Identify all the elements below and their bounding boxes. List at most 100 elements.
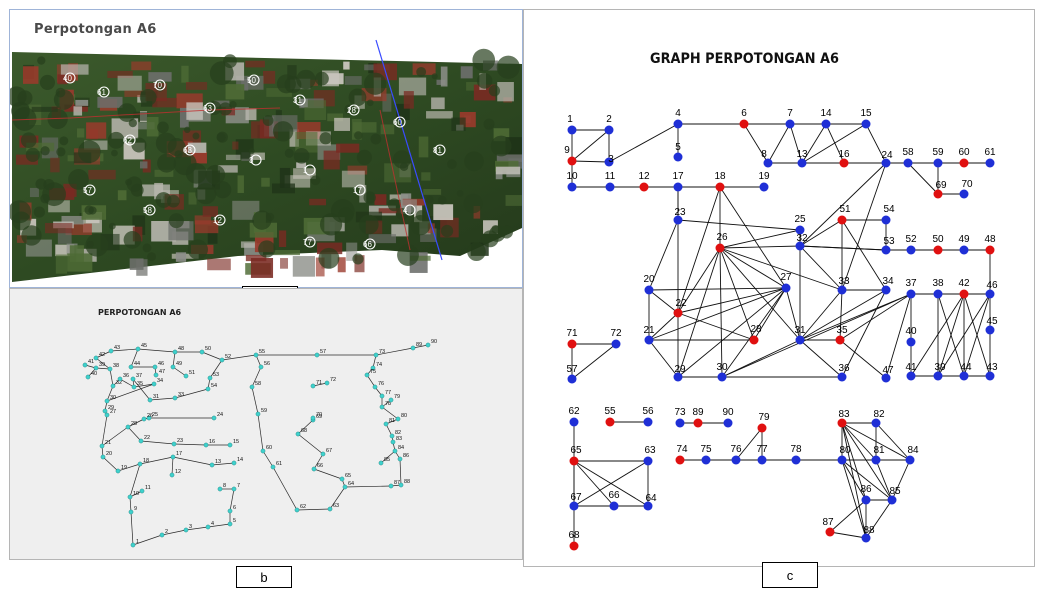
photo-rooftop [391, 224, 409, 237]
network-edge [185, 526, 209, 531]
network-node [231, 486, 237, 492]
network-node [310, 383, 316, 389]
network-node-label: 23 [177, 438, 183, 444]
graph-edge [910, 293, 965, 377]
graph-node-label: 38 [932, 278, 944, 289]
photo-rooftop [55, 244, 75, 257]
network-node [370, 365, 376, 371]
network-node [130, 542, 136, 548]
graph-node [675, 455, 685, 465]
network-edge [297, 419, 314, 435]
graph-node [795, 241, 805, 251]
graph-edge [841, 459, 893, 501]
photo-tree [463, 193, 483, 214]
graph-edge [735, 427, 763, 461]
network-node-label: 83 [396, 436, 402, 442]
graph-node [985, 158, 995, 168]
photo-marker [84, 184, 96, 196]
graph-node-label: 1 [567, 114, 573, 125]
network-edge [133, 383, 155, 388]
graph-node [715, 243, 725, 253]
photo-tree [157, 153, 177, 173]
network-edge [221, 354, 257, 361]
graph-node-label: 43 [986, 362, 998, 373]
network-node-label: 55 [259, 349, 265, 355]
graph-node-label: 76 [730, 444, 742, 455]
network-node-label: 87 [394, 480, 400, 486]
graph-edge [891, 459, 911, 501]
graph-node [985, 371, 995, 381]
graph-node [933, 289, 943, 299]
network-node [107, 366, 113, 372]
photo-rooftop [225, 154, 241, 161]
graph-node [881, 158, 891, 168]
graph-node-label: 59 [932, 147, 944, 158]
network-edge [174, 388, 209, 399]
graph-node [781, 283, 791, 293]
photo-tree [437, 195, 447, 205]
network-node [314, 352, 320, 358]
photo-tree [416, 66, 427, 77]
network-node-label: 26 [147, 413, 153, 419]
network-node [389, 433, 395, 439]
photo-tree [214, 181, 232, 199]
graph-edge [799, 162, 887, 247]
network-node [227, 508, 233, 514]
network-node [258, 364, 264, 370]
photo-tree [205, 164, 226, 185]
graph-node [643, 456, 653, 466]
network-node-label: 35 [137, 381, 143, 387]
graph-node-label: 12 [638, 171, 650, 182]
photo-tree [284, 148, 294, 158]
graph-node-label: 84 [907, 445, 919, 456]
graph-node [604, 125, 614, 135]
photo-tree [293, 148, 310, 164]
photo-rooftop [423, 188, 442, 195]
network-node [102, 408, 108, 414]
photo-rooftop [57, 74, 68, 85]
photo-tree [40, 146, 50, 156]
photo-marker-label: 81 [433, 146, 442, 155]
graph-edge [677, 219, 801, 231]
network-edge [211, 462, 235, 466]
network-edge [344, 485, 392, 488]
aerial-photo-title: Perpotongan A6 [34, 22, 157, 37]
photo-tree [157, 121, 169, 134]
network-node-label: 67 [326, 448, 332, 454]
photo-tree [187, 239, 208, 260]
photo-tree [43, 179, 55, 191]
graph-node-label: 28 [750, 324, 762, 335]
network-node [253, 352, 259, 358]
graph-node [791, 455, 801, 465]
network-node [211, 415, 217, 421]
graph-edge [573, 460, 615, 507]
photo-marker [304, 164, 316, 176]
photo-rooftop [426, 111, 453, 119]
photo-marker [204, 102, 216, 114]
photo-rooftop [374, 194, 387, 205]
network-edge [127, 426, 142, 442]
network-node-label: 77 [385, 390, 391, 396]
photo-rooftop [154, 169, 174, 177]
graph-edge [677, 312, 755, 341]
graph-edge [721, 287, 787, 378]
network-node-label: 53 [213, 372, 219, 378]
photo-rooftop [323, 150, 340, 170]
network-node-label: 74 [376, 362, 382, 368]
network-node [170, 364, 176, 370]
photo-rooftop [191, 152, 207, 164]
photo-marker-label: 17 [353, 186, 362, 195]
photo-rooftop [237, 175, 244, 193]
graph-node-label: 85 [889, 486, 901, 497]
network-node [183, 373, 189, 379]
network-node [128, 509, 134, 515]
graph-edge [719, 186, 787, 289]
graph-edge [865, 123, 887, 164]
photo-rooftop [341, 170, 365, 188]
network-node-label: 62 [300, 504, 306, 510]
network-node-label: 82 [395, 430, 401, 436]
graph-node-label: 30 [716, 362, 728, 373]
graph-node-label: 51 [839, 204, 851, 215]
photo-rooftop [451, 117, 466, 132]
graph-node-label: 62 [568, 406, 580, 417]
